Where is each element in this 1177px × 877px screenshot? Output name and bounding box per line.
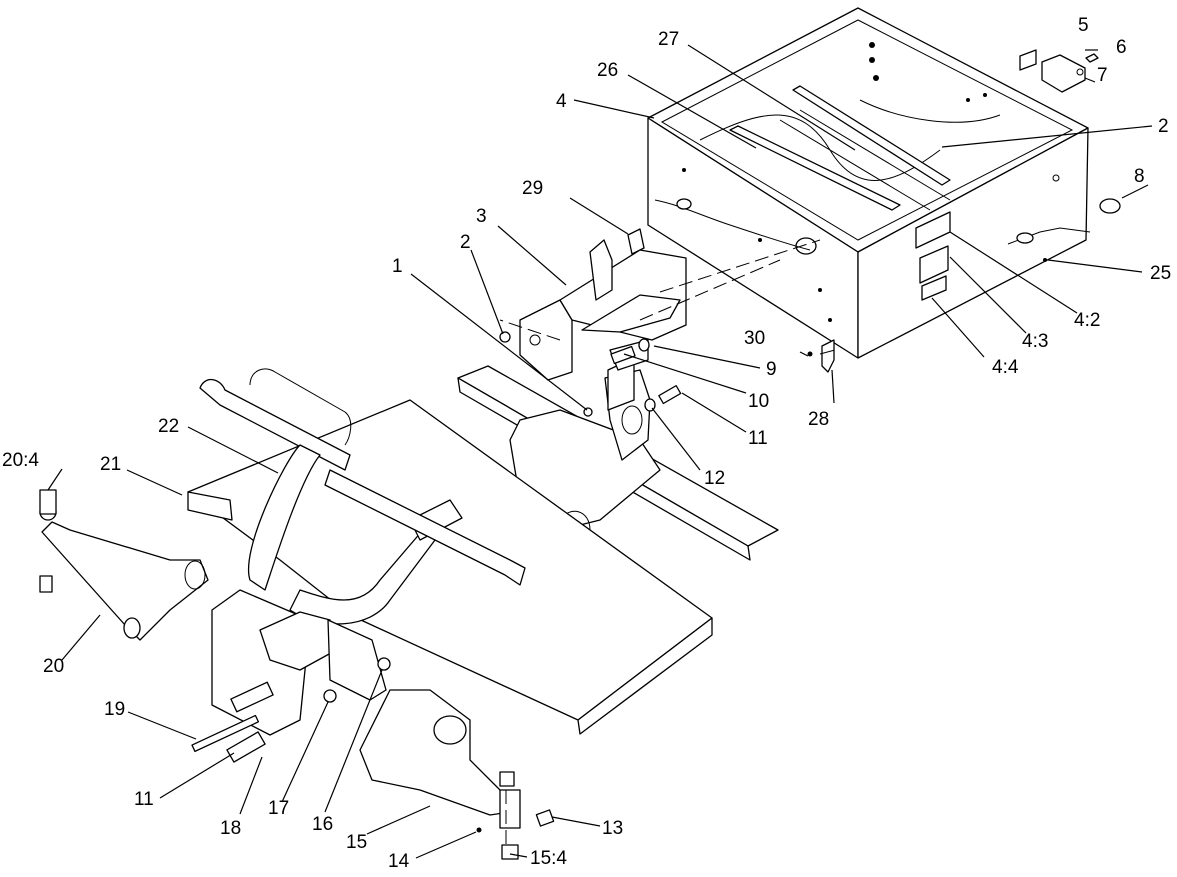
callout-13: 13: [602, 818, 623, 839]
callout-18: 18: [220, 818, 241, 839]
callout-20-4: 20:4: [2, 450, 39, 471]
callout-25: 25: [1150, 263, 1171, 284]
callout-5: 5: [1078, 15, 1089, 36]
callout-15: 15: [346, 832, 367, 853]
axle-tube: [457, 338, 779, 561]
assembly-line: [639, 259, 781, 321]
callout-22: 22: [158, 416, 179, 437]
callout-11-left: 11: [134, 789, 154, 810]
front-mount-bracket: [499, 239, 687, 381]
callout-26: 26: [597, 60, 618, 81]
left-knuckle: [39, 489, 209, 641]
callout-12: 12: [704, 468, 725, 489]
callout-4-2: 4:2: [1074, 310, 1100, 331]
leader-lines: [47, 44, 1153, 859]
callout-4-3: 4:3: [1022, 331, 1048, 352]
callout-27: 27: [658, 29, 679, 50]
callout-1: 1: [392, 256, 403, 277]
assembly-line: [819, 349, 836, 355]
hitch-bracket: [1019, 49, 1099, 93]
callout-16: 16: [312, 814, 333, 835]
callout-15-4: 15:4: [530, 848, 567, 869]
callout-14: 14: [388, 851, 410, 872]
callout-labels: 1 2 2 3 4 4:2 4:3 4:4 5 6 7 8 9 10 11 11…: [2, 15, 1171, 872]
assembly-line: [659, 239, 821, 293]
callout-7: 7: [1097, 65, 1108, 86]
callout-4-4: 4:4: [992, 357, 1019, 378]
small-brackets: [627, 228, 835, 373]
callout-30: 30: [744, 328, 765, 349]
callout-8: 8: [1134, 166, 1145, 187]
callout-20: 20: [43, 656, 64, 677]
handrail: [199, 368, 526, 625]
callout-3: 3: [476, 206, 487, 227]
front-frame-section: [191, 589, 391, 763]
rear-frame-box: [647, 7, 1089, 359]
callout-19: 19: [104, 699, 125, 720]
callout-4: 4: [556, 91, 567, 112]
floor-plate: [187, 399, 713, 735]
callout-2-right: 2: [1158, 116, 1169, 137]
assembly-line: [499, 319, 561, 341]
callout-10: 10: [748, 391, 769, 412]
callout-17: 17: [268, 798, 289, 819]
callout-2-left: 2: [460, 232, 471, 253]
right-knuckle: [359, 689, 555, 860]
callout-11-right: 11: [748, 428, 768, 449]
callout-9: 9: [766, 359, 777, 380]
callout-21: 21: [100, 454, 121, 475]
cap-and-latch: [1007, 198, 1121, 262]
callout-29: 29: [522, 178, 543, 199]
callout-28: 28: [808, 409, 829, 430]
callout-6: 6: [1116, 37, 1127, 58]
